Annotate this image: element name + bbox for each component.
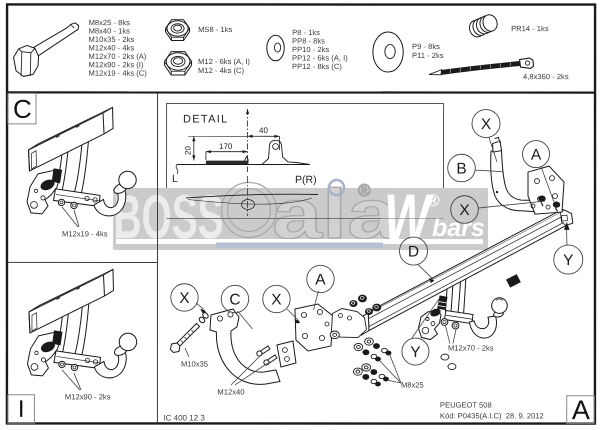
svg-text:X: X	[271, 291, 282, 308]
svg-text:M12x40: M12x40	[217, 387, 244, 396]
svg-text:X: X	[481, 116, 492, 133]
svg-text:40: 40	[259, 126, 268, 135]
svg-text:X: X	[179, 290, 190, 307]
svg-text:Y: Y	[563, 252, 573, 269]
svg-text:®: ®	[358, 181, 371, 200]
svg-text:20: 20	[184, 146, 193, 155]
svg-text:L: L	[172, 173, 178, 185]
svg-text:M10x35: M10x35	[181, 359, 208, 368]
svg-text:M12 - 4ks (C): M12 - 4ks (C)	[198, 66, 244, 75]
svg-text:A: A	[531, 147, 542, 164]
svg-text:M12x19 - 4ks (C): M12x19 - 4ks (C)	[89, 69, 148, 78]
svg-text:M8x25: M8x25	[401, 381, 424, 390]
svg-text:C: C	[13, 94, 32, 124]
svg-text:PP12 - 6ks (A, I): PP12 - 6ks (A, I)	[292, 53, 348, 62]
svg-text:M12x19 - 4ks: M12x19 - 4ks	[62, 229, 108, 238]
svg-text:M10x35 - 2ks: M10x35 - 2ks	[89, 35, 135, 44]
svg-text:D: D	[408, 244, 419, 261]
svg-text:PP8 - 8ks: PP8 - 8ks	[292, 36, 325, 45]
svg-text:A: A	[572, 395, 590, 425]
svg-text:M12x90 - 2ks: M12x90 - 2ks	[65, 392, 111, 401]
svg-text:P11 - 2ks: P11 - 2ks	[412, 51, 444, 60]
svg-text:P(R): P(R)	[295, 174, 317, 186]
svg-text:X: X	[459, 202, 470, 219]
svg-text:170: 170	[219, 142, 233, 151]
svg-text:M12x40 - 4ks: M12x40 - 4ks	[89, 43, 135, 52]
svg-text:M8x25 - 8ks: M8x25 - 8ks	[89, 18, 131, 27]
svg-text:B: B	[456, 161, 466, 178]
svg-text:A: A	[315, 272, 326, 289]
svg-text:M12 - 6ks (A, I): M12 - 6ks (A, I)	[198, 57, 250, 66]
svg-text:P8 - 1ks: P8 - 1ks	[292, 28, 320, 37]
svg-text:C: C	[229, 291, 240, 308]
svg-text:I: I	[18, 396, 25, 423]
svg-text:®: ®	[427, 191, 440, 210]
svg-text:PP10 - 2ks: PP10 - 2ks	[292, 45, 329, 54]
svg-text:PP12 - 8ks (C): PP12 - 8ks (C)	[292, 62, 342, 71]
svg-text:M8x40 - 1ks: M8x40 - 1ks	[89, 27, 131, 36]
svg-text:PEUGEOT 508: PEUGEOT 508	[440, 401, 492, 410]
svg-text:PR14 - 1ks: PR14 - 1ks	[511, 24, 549, 33]
svg-text:M12x70 - 2ks: M12x70 - 2ks	[448, 344, 494, 353]
svg-text:Y: Y	[410, 344, 420, 361]
svg-text:DETAIL: DETAIL	[183, 113, 229, 125]
svg-text:MS8 - 1ks: MS8 - 1ks	[198, 25, 232, 34]
svg-text:M12x90 - 2ks (I): M12x90 - 2ks (I)	[89, 60, 144, 69]
svg-text:P9 - 8ks: P9 - 8ks	[412, 42, 440, 51]
svg-text:Kód: P0435(A.I.C) 28. 9. 2012: Kód: P0435(A.I.C) 28. 9. 2012	[440, 411, 544, 420]
svg-text:M12x70 - 2ks (A): M12x70 - 2ks (A)	[89, 52, 147, 61]
svg-text:4,8x360 - 2ks: 4,8x360 - 2ks	[523, 72, 569, 81]
svg-text:IC 400 12 3: IC 400 12 3	[163, 413, 205, 422]
